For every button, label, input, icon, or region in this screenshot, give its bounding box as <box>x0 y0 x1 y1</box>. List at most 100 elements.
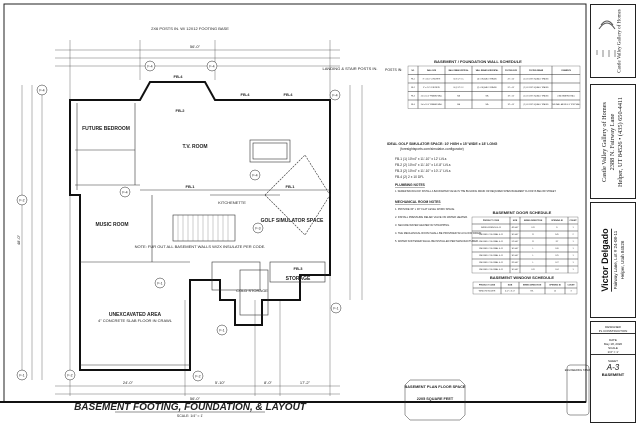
table-header: COMMENTS <box>561 70 572 72</box>
table-cell: (2) #4 CONT. EQUALLY SPACED <box>523 86 549 89</box>
callout-labels: F-4 F-4 F-4 F-4 F-2 F-4 F-4 F-3 F-1 F-1 … <box>19 65 338 379</box>
table-cell: 48"x80" <box>512 227 519 229</box>
table-cell: 1 <box>572 241 574 243</box>
project-city: Helper, Utah 84526 <box>620 240 625 280</box>
logo-text: Castle Valley Gallery of Homes <box>617 9 623 73</box>
table-cell: 8" x 4'-0" CONCRETE <box>423 87 440 89</box>
table-cell: #4 @ 24" O.C. <box>453 87 464 89</box>
fb-line: FB-1 (1) 10'x4" x 11'-10" x 12' LVLs <box>395 157 447 161</box>
table-header: WALL REBAR HORIZONTAL <box>476 69 499 72</box>
table-cell: N/A <box>486 103 490 106</box>
table-cell: #4 @ 12" O.C. <box>453 78 464 80</box>
date-label: DATE <box>609 338 617 342</box>
table-cell: 30"x80" <box>512 255 519 257</box>
golf-space-note: IDEAL GOLF SIMULATOR SPACE: 10' HIGH x 1… <box>387 142 498 146</box>
dim-overall-depth: 48'-0" <box>16 234 21 245</box>
mech-note: 1. PROVIDE 30" x 30" FLAT LEVEL WORK SPA… <box>395 207 455 211</box>
mech-note: 3. SECURE WATER HEATER W/ STRAPPING. <box>395 223 450 227</box>
fb-line: FB-4 (2) 2 x 10 DFL <box>395 175 424 179</box>
wall-tag: FB-1 <box>286 184 296 189</box>
table-cell: 20" x 10" <box>508 78 515 80</box>
table-cell: D <box>556 227 558 229</box>
dim-bottom-a: 24'-0" <box>123 380 134 385</box>
callout: F-1 <box>333 307 338 311</box>
callout: F-4 <box>332 94 337 98</box>
table-cell: FB-1 <box>411 78 415 80</box>
table-header: FOOTING SIZE <box>505 70 518 72</box>
table-cell: 2 <box>572 234 574 236</box>
wall-tag: FB-2 <box>176 108 186 113</box>
table-cell: SMOKED COLONIAL 4-11 <box>479 247 504 250</box>
table-cell: 20" x 10" <box>508 87 515 89</box>
foundation-walls <box>69 81 331 371</box>
company-box: Castle Valley Gallery of Homes 2388 N. F… <box>590 84 636 199</box>
wall-tag: FB-1 <box>186 184 196 189</box>
table-cell: FB-3 <box>411 95 415 97</box>
wall-tag: FB-4 <box>241 92 251 97</box>
scale: 1/4" = 1' <box>591 350 635 355</box>
sheet-info-box: DESIGNER PL CONSTRUCTION DATE May 18, 20… <box>590 321 636 423</box>
room-cold-storage: COLD STORAGE <box>236 288 268 293</box>
table-cell: 30"x80" <box>512 269 519 271</box>
callout: F-3 <box>255 227 260 231</box>
stair-treads <box>177 215 229 241</box>
interior-walls <box>75 103 331 366</box>
wall-tag: FB-4 <box>174 74 184 79</box>
project-address: Fairway Lane, Lot # 24-08-11 <box>611 228 619 292</box>
golf-link: (foresightsports.com/simulator-configura… <box>400 147 464 151</box>
table-cell: SWING FRENCH 4-11 <box>481 227 502 229</box>
room-music-room: MUSIC ROOM <box>95 222 128 228</box>
table-header: WALL REBAR VERTICAL <box>448 69 468 72</box>
sheet-number: A-3 <box>606 363 620 372</box>
engineering-stamp-box <box>566 364 590 416</box>
sheet-label: SHEET <box>607 359 618 363</box>
table-cell: R <box>532 234 534 236</box>
table-cell: SMOKED COLONIAL 4-11 <box>479 254 504 257</box>
table-header: PRODUCT CODE <box>479 285 496 287</box>
table-cell: 1 <box>572 227 574 229</box>
footing-callouts <box>16 60 342 382</box>
callout: F-2 <box>67 374 72 378</box>
table-cell: FB-2 <box>411 87 415 89</box>
client-info: Victor Delgado Fairway Lane, Lot # 24-08… <box>600 228 626 292</box>
scale-label: SCALE <box>608 346 618 350</box>
company-info: Castle Valley Gallery of Homes 2388 N. F… <box>601 96 625 186</box>
plumbing-title: PLUMBING NOTES <box>395 183 426 187</box>
table-cell: L <box>532 255 534 257</box>
posts-note: POSTS IN: <box>385 68 402 72</box>
designer: PL CONSTRUCTION <box>591 329 635 334</box>
table-header: OPENING ID <box>549 285 561 287</box>
table-cell: D/7 <box>555 262 559 264</box>
company-city: Helper, UT 84526 • (435) 650-4411 <box>617 96 624 187</box>
table-cell-border <box>551 74 581 84</box>
table-cell: D/4 <box>555 269 559 271</box>
table-cell-border <box>551 82 581 92</box>
table-cell-border <box>567 265 579 274</box>
table-cell: N/A <box>457 103 461 106</box>
table-cell: 18" x 10" <box>508 104 515 106</box>
table-cell: L/R <box>531 227 535 229</box>
table-cell: (3) #4 EQUALLY SPACED <box>477 77 498 80</box>
company-name: Castle Valley Gallery of Homes <box>601 101 608 182</box>
table-cell: N/A <box>457 94 461 97</box>
table-header: SIZE <box>513 220 518 222</box>
landing-note: LANDING & STAIR POSTS IN. <box>322 66 377 71</box>
table-cell: LOAD BEARING WALL <box>557 94 575 97</box>
table-cell: WINDOW SLIDER <box>479 291 496 293</box>
callout: F-4 <box>252 174 257 178</box>
callout: F-2 <box>19 199 24 203</box>
mechanical-title: MECHANICAL ROOM NOTES <box>395 200 441 204</box>
table-cell: 1 <box>572 269 574 271</box>
wall-tag: FB-4 <box>284 92 294 97</box>
table-cell: 8" x 10'-0" CONCRETE <box>423 78 441 80</box>
table-cell: (2) #4 CONT. EQUALLY SPACED <box>523 94 549 97</box>
wall-note: NOTE: FUR OUT ALL BASEMENT WALLS W/2X IN… <box>135 244 266 249</box>
table-header: SIZE <box>508 285 513 287</box>
wall-schedule-title: BASEMENT / FOUNDATION WALL SCHEDULE <box>434 59 522 64</box>
engineering-stamp: ENGINEERING STAMP <box>565 369 592 372</box>
callout: F-4 <box>147 65 152 69</box>
